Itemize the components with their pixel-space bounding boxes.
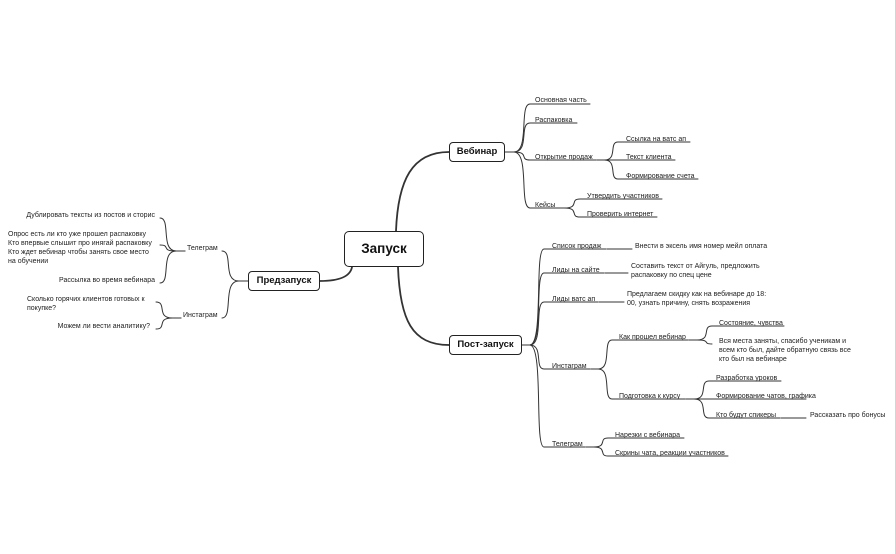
link-webinar-0: [504, 103, 591, 153]
how-webinar-child-1[interactable]: Состояние, чувства: [719, 320, 783, 327]
post-whatsapp-leads[interactable]: Лиды ватс ап: [552, 296, 596, 303]
poll-line-1: Опрос есть ли кто уже прошел распаковку: [8, 231, 147, 238]
post-how-webinar[interactable]: Как прошел вебинар: [619, 334, 686, 341]
poll-line-3: Кто ждет вебинар чтобы занять свое место: [8, 249, 149, 256]
hot-clients-line-2: покупке?: [27, 305, 57, 312]
link-post-instagram-0: [590, 339, 689, 370]
course-prep-child-2[interactable]: Формирование чатов, графика: [716, 393, 816, 400]
link-webinar-1: [504, 122, 578, 153]
link-postlaunch-2: [521, 301, 599, 346]
site-leads-line-1: Составить текст от Айгуль, предложить: [631, 263, 760, 270]
root-node[interactable]: Запуск: [344, 231, 424, 267]
webinar-item-main[interactable]: Основная часть: [535, 97, 587, 104]
link-course-prep-2: [685, 398, 781, 419]
whatsapp-line-1: Предлагаем скидку как на вебинаре до 18:: [627, 291, 767, 298]
post-whatsapp-leads-child[interactable]: Предлагаем скидку как на вебинаре до 18:…: [627, 290, 766, 308]
link-open-sales-2: [596, 159, 699, 180]
link-root-webinar: [395, 151, 450, 232]
whatsapp-line-2: 00, узнать причину, снять возражения: [627, 300, 751, 307]
link-root-postlaunch: [397, 266, 450, 346]
post-site-leads[interactable]: Лиды на сайте: [552, 267, 600, 274]
open-sales-child-2[interactable]: Текст клиента: [626, 154, 672, 161]
open-sales-child-3[interactable]: Формирование счета: [626, 173, 695, 180]
prelaunch-instagram[interactable]: Инстаграм: [183, 312, 218, 319]
branch-webinar[interactable]: Вебинар: [449, 142, 505, 162]
link-postlaunch-1: [521, 272, 605, 346]
post-course-prep[interactable]: Подготовка к курсу: [619, 393, 681, 400]
course-prep-child-1[interactable]: Разработка уроков: [716, 375, 778, 382]
course-prep-speakers[interactable]: Кто будут спикеры: [716, 412, 777, 419]
link-pre-telegram-2: [159, 250, 186, 284]
seats-line-2: всем кто был, дайте обратную связь все: [719, 347, 851, 354]
link-webinar-3: [504, 151, 558, 209]
link-post-telegram-1: [585, 446, 729, 457]
cases-child-2[interactable]: Проверить интернет: [587, 211, 654, 218]
open-sales-child-1[interactable]: Ссылка на ватс ап: [626, 136, 687, 143]
prelaunch-telegram-child-2[interactable]: Опрос есть ли кто уже прошел распаковку …: [8, 230, 152, 266]
post-site-leads-child[interactable]: Составить текст от Айгуль, предложить ра…: [631, 262, 760, 280]
cases-child-1[interactable]: Утвердить участников: [587, 193, 659, 200]
link-cases-1: [555, 207, 658, 218]
prelaunch-instagram-child-2[interactable]: Можем ли вести аналитику?: [57, 323, 150, 330]
site-leads-line-2: распаковку по спец цене: [631, 272, 712, 279]
prelaunch-telegram[interactable]: Телеграм: [187, 245, 218, 252]
webinar-item-unpack[interactable]: Распаковка: [535, 117, 573, 124]
post-telegram[interactable]: Телеграм: [552, 441, 583, 448]
prelaunch-telegram-child-3[interactable]: Рассылка во время вебинара: [59, 277, 155, 284]
speakers-child[interactable]: Рассказать про бонусы: [810, 412, 886, 419]
post-telegram-child-2[interactable]: Скрины чата, реакции участников: [615, 450, 725, 457]
post-instagram[interactable]: Инстаграм: [552, 363, 587, 370]
prelaunch-telegram-child-1[interactable]: Дублировать тексты из постов и сторис: [26, 212, 155, 219]
branch-postlaunch[interactable]: Пост-запуск: [449, 335, 522, 355]
link-pre-instagram-0: [155, 301, 182, 319]
link-root-prelaunch: [319, 266, 353, 282]
post-telegram-child-1[interactable]: Нарезки с вебинара: [615, 432, 681, 439]
branch-prelaunch[interactable]: Предзапуск: [248, 271, 320, 291]
how-webinar-child-2[interactable]: Вся места заняты, спасибо ученикам и все…: [719, 337, 851, 364]
post-sales-list-child[interactable]: Внести в эксель имя номер мейл оплата: [635, 243, 768, 250]
webinar-item-cases[interactable]: Кейсы: [535, 202, 556, 209]
link-how-webinar-1: [688, 339, 713, 345]
poll-line-2: Кто впервые слышит про инягай распаковку: [8, 240, 152, 247]
link-postlaunch-4: [521, 344, 586, 448]
seats-line-1: Вся места заняты, спасибо ученикам и: [719, 338, 846, 345]
post-sales-list[interactable]: Список продаж: [552, 243, 602, 250]
link-pre-instagram-1: [155, 317, 182, 330]
link-prelaunch-0: [221, 250, 249, 282]
poll-line-4: на обучении: [8, 258, 49, 265]
seats-line-3: кто был на вебинаре: [719, 356, 787, 363]
prelaunch-instagram-child-1[interactable]: Сколько горячих клиентов готовых к покуп…: [27, 295, 145, 313]
hot-clients-line-1: Сколько горячих клиентов готовых к: [27, 296, 145, 303]
webinar-item-open-sales[interactable]: Открытие продаж: [535, 154, 593, 161]
link-prelaunch-1: [221, 280, 249, 319]
link-post-instagram-1: [590, 368, 686, 400]
